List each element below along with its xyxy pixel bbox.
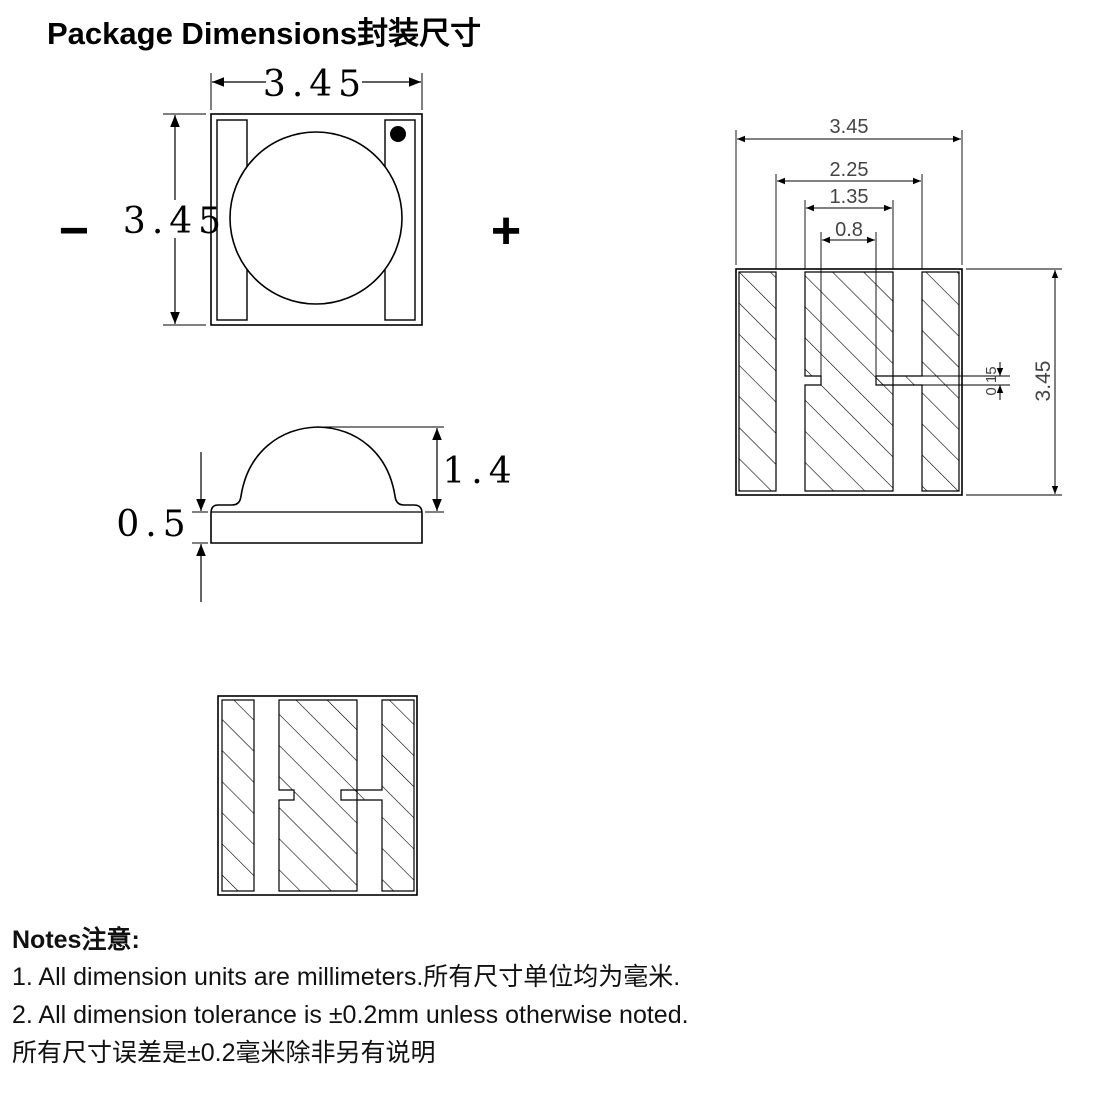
- pad-layout-body: [735, 268, 963, 496]
- pad-layout-left-pad: [738, 271, 777, 492]
- pad-layout-view: 3.45 2.25 1.35 0.8 0.15 3.45: [735, 116, 1062, 496]
- bottom-view-right-pad: [340, 699, 415, 892]
- pad-height-label: 3.45: [1032, 361, 1055, 402]
- pad-slot-width-label: 0.8: [835, 219, 863, 241]
- side-view: 1.4 0.5: [116, 426, 517, 602]
- pad-gap-label: 0.15: [983, 366, 1000, 395]
- bottom-view: [217, 695, 418, 896]
- top-width-label: 3.45: [263, 64, 367, 105]
- note-line-3: 所有尺寸误差是±0.2毫米除非另有说明: [12, 1039, 436, 1067]
- anode-plus-label: +: [491, 202, 521, 260]
- pad-inner-width-label: 2.25: [830, 159, 869, 181]
- polarity-dot-icon: [390, 126, 406, 142]
- top-view: 3.45 3.45 − +: [59, 64, 521, 326]
- note-line-1: 1. All dimension units are millimeters.所…: [12, 963, 681, 991]
- note-line-2: 2. All dimension tolerance is ±0.2mm unl…: [12, 1001, 689, 1029]
- cathode-minus-label: −: [59, 202, 89, 260]
- page-title: Package Dimensions封装尺寸: [47, 16, 482, 51]
- bottom-view-left-pad: [221, 699, 255, 892]
- notes-header: Notes注意:: [12, 926, 140, 954]
- pad-center-width-label: 1.35: [830, 186, 869, 208]
- bottom-view-body: [217, 695, 418, 896]
- bottom-view-center-pad: [278, 699, 358, 892]
- top-view-lens: [229, 131, 403, 305]
- side-view-outline: [210, 426, 423, 544]
- notes-section: Notes注意: 1. All dimension units are mill…: [12, 922, 689, 1072]
- pad-width-label: 3.45: [830, 116, 869, 138]
- side-base-height-label: 0.5: [116, 504, 191, 545]
- top-height-label: 3.45: [123, 201, 227, 242]
- side-total-height-label: 1.4: [442, 451, 517, 492]
- top-view-body: [210, 113, 423, 326]
- pad-layout-center-pad: [804, 271, 894, 492]
